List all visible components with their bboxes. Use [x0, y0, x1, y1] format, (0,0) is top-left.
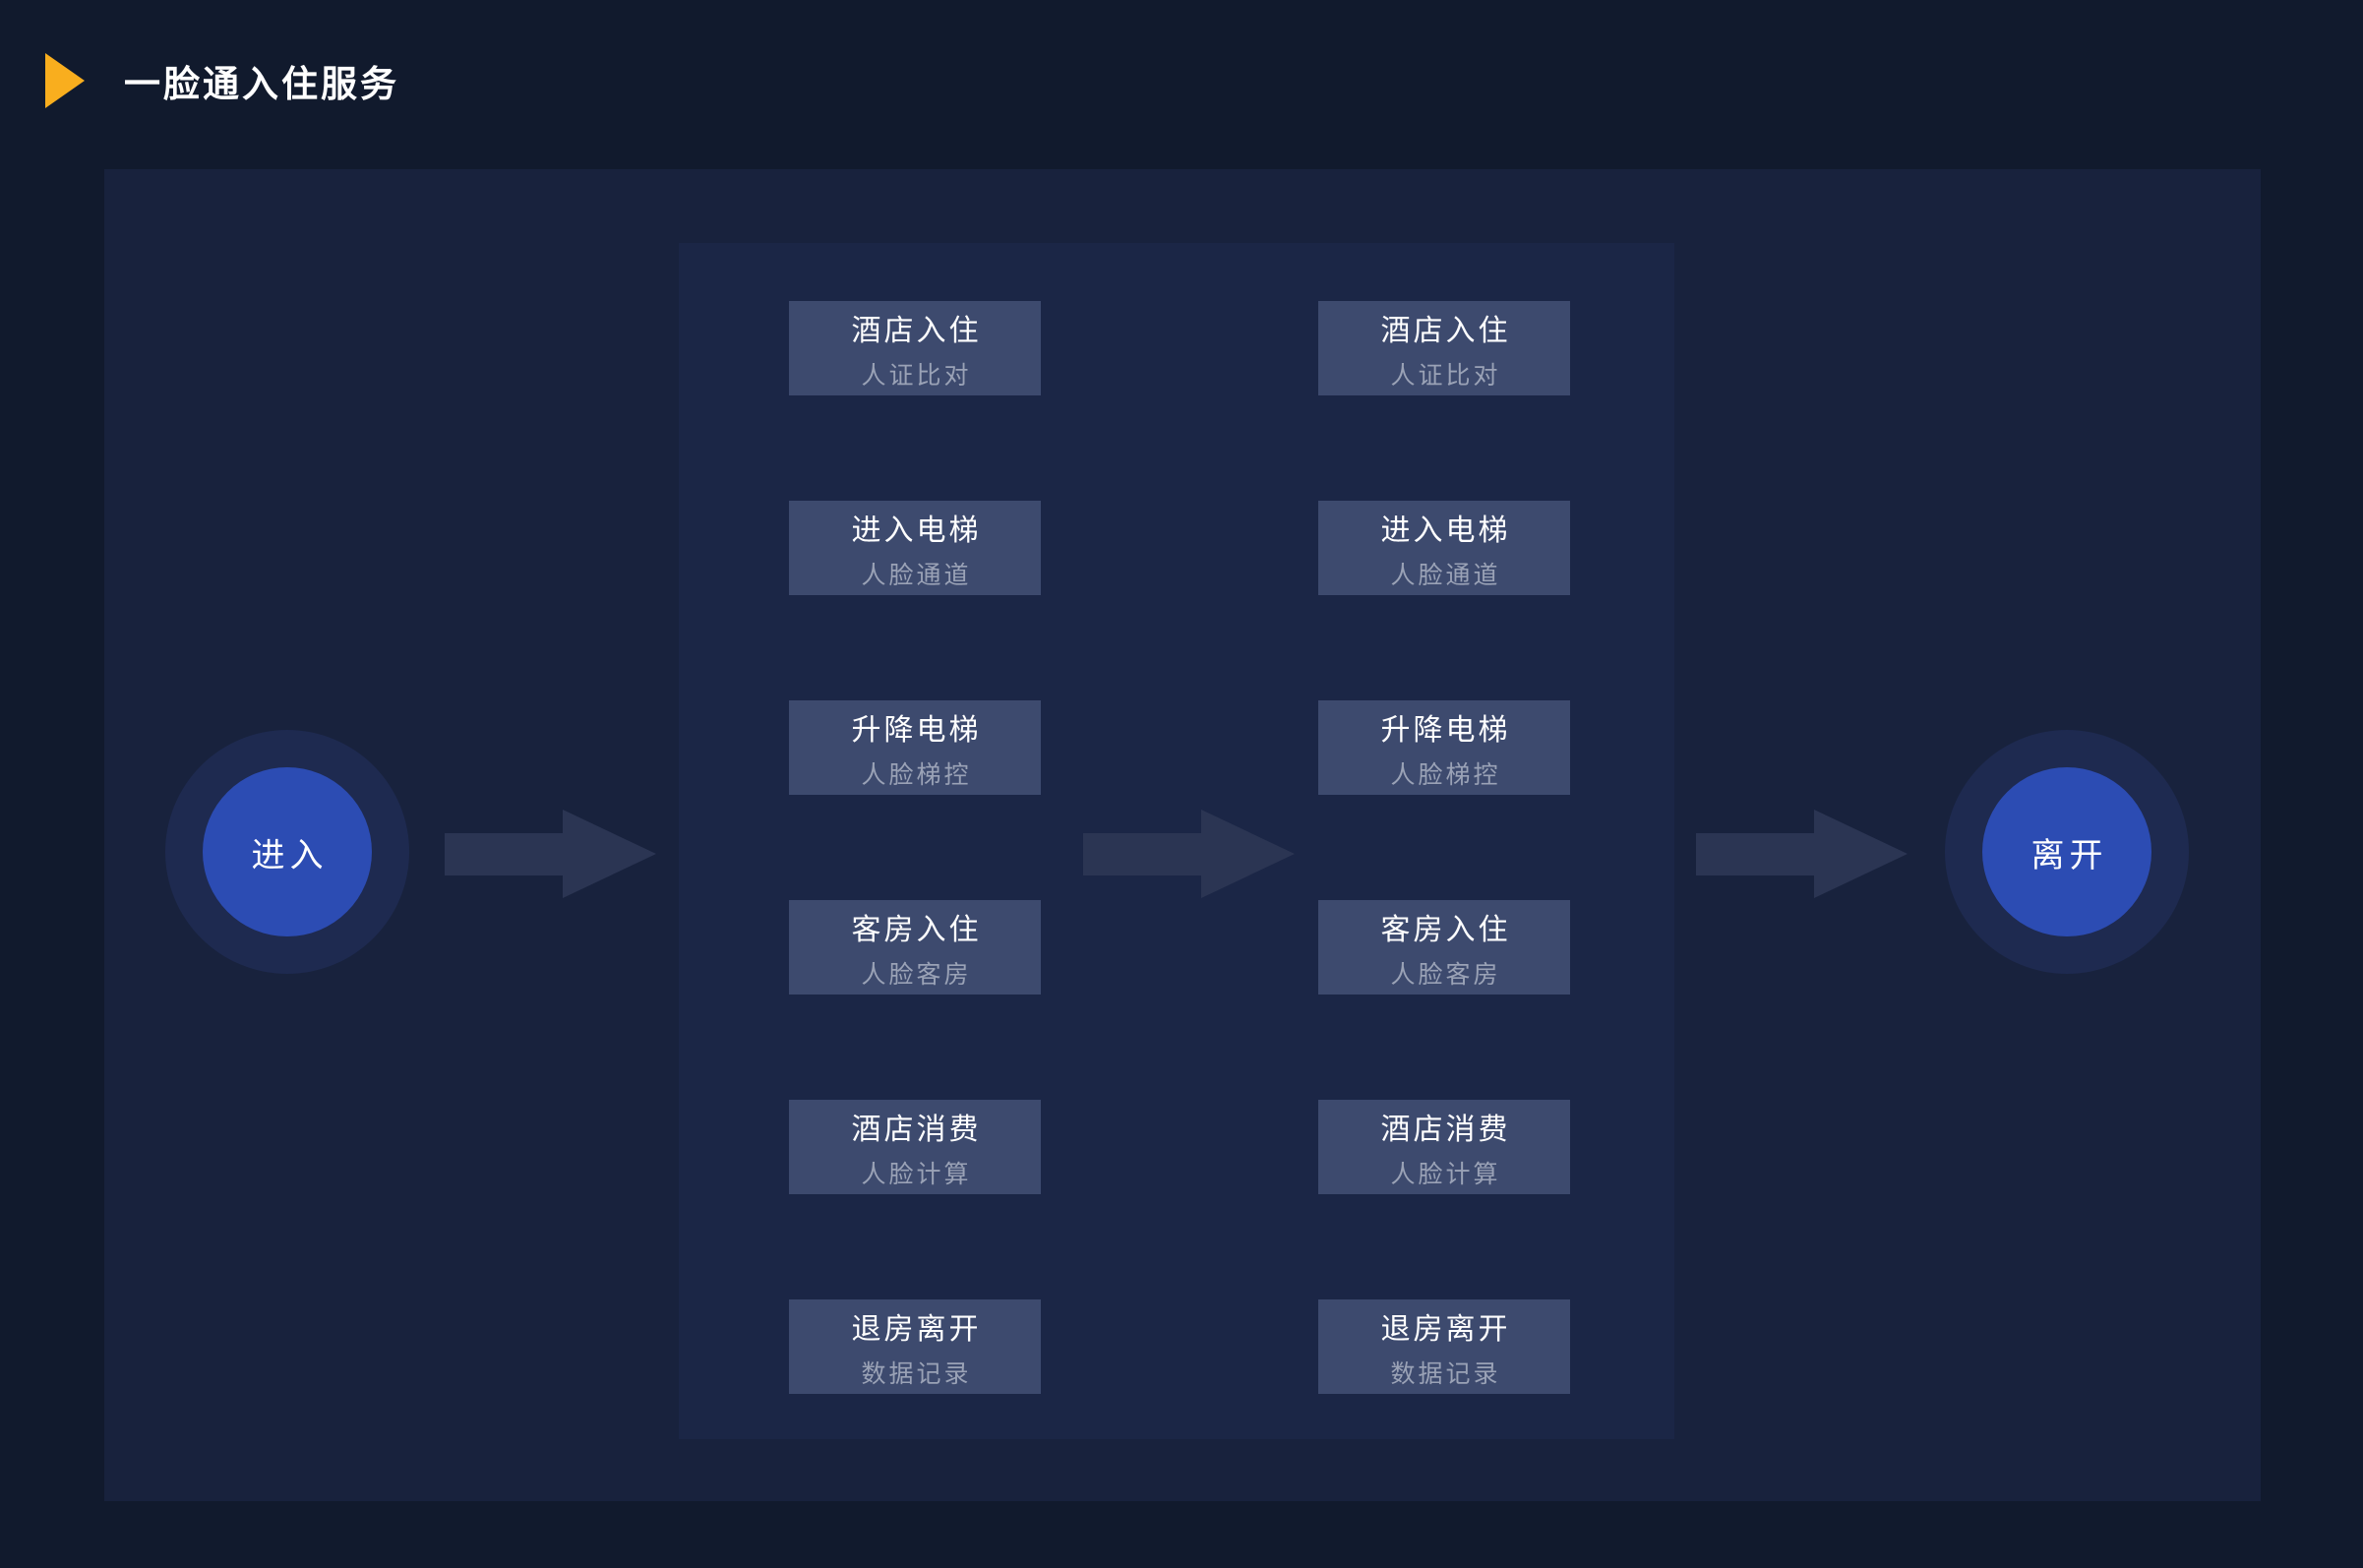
step-subtitle: 人脸计算: [861, 1160, 972, 1188]
step-subtitle: 人脸客房: [861, 960, 972, 989]
start-node: 进入: [165, 730, 409, 974]
end-node: 离开: [1945, 730, 2189, 974]
end-node-circle: 离开: [1982, 767, 2151, 936]
step-box-enter-elevator: 进入电梯 人脸通道: [1318, 501, 1570, 595]
step-box-enter-elevator: 进入电梯 人脸通道: [789, 501, 1041, 595]
step-box-hotel-consume: 酒店消费 人脸计算: [789, 1100, 1041, 1194]
step-subtitle: 人证比对: [861, 361, 972, 390]
step-subtitle: 人脸客房: [1390, 960, 1501, 989]
arrow-head: [563, 810, 656, 898]
step-title: 进入电梯: [1380, 513, 1511, 547]
arrow-head: [1201, 810, 1295, 898]
step-title: 升降电梯: [1380, 713, 1511, 747]
step-box-hotel-consume: 酒店消费 人脸计算: [1318, 1100, 1570, 1194]
step-box-room-checkin: 客房入住 人脸客房: [789, 900, 1041, 995]
start-node-circle: 进入: [203, 767, 372, 936]
step-subtitle: 人脸计算: [1390, 1160, 1501, 1188]
arrow-right-icon: [1083, 810, 1295, 898]
step-subtitle: 数据记录: [1390, 1359, 1501, 1388]
step-subtitle: 人脸梯控: [1390, 760, 1501, 789]
end-node-label: 离开: [2030, 836, 2108, 874]
arrow-shaft: [445, 833, 564, 875]
step-title: 进入电梯: [851, 513, 982, 547]
step-box-hotel-checkin: 酒店入住 人证比对: [789, 301, 1041, 395]
step-title: 酒店入住: [851, 314, 982, 347]
step-title: 酒店消费: [851, 1113, 982, 1146]
step-box-checkout: 退房离开 数据记录: [1318, 1299, 1570, 1394]
step-subtitle: 数据记录: [861, 1359, 972, 1388]
step-title: 客房入住: [851, 913, 982, 946]
step-subtitle: 人脸通道: [1390, 561, 1501, 589]
step-box-checkout: 退房离开 数据记录: [789, 1299, 1041, 1394]
play-triangle-icon: [45, 53, 85, 108]
step-subtitle: 人脸通道: [861, 561, 972, 589]
arrow-shaft: [1696, 833, 1815, 875]
steps-column-1: 酒店入住 人证比对 进入电梯 人脸通道 升降电梯 人脸梯控 客房入住 人脸客房 …: [789, 301, 1041, 1394]
step-box-hotel-checkin: 酒店入住 人证比对: [1318, 301, 1570, 395]
steps-column-2: 酒店入住 人证比对 进入电梯 人脸通道 升降电梯 人脸梯控 客房入住 人脸客房 …: [1318, 301, 1570, 1394]
start-node-label: 进入: [251, 836, 329, 874]
header: 一脸通入住服务: [45, 49, 399, 112]
step-title: 升降电梯: [851, 713, 982, 747]
step-box-elevator-control: 升降电梯 人脸梯控: [1318, 700, 1570, 795]
step-subtitle: 人证比对: [1390, 361, 1501, 390]
steps-panel: 酒店入住 人证比对 进入电梯 人脸通道 升降电梯 人脸梯控 客房入住 人脸客房 …: [679, 243, 1674, 1439]
step-title: 客房入住: [1380, 913, 1511, 946]
arrow-right-icon: [445, 810, 656, 898]
page-title: 一脸通入住服务: [124, 64, 399, 104]
flow-canvas: 进入 酒店入住 人证比对 进入电梯 人脸通道 升降电梯 人脸梯控: [104, 169, 2261, 1501]
step-title: 酒店消费: [1380, 1113, 1511, 1146]
step-box-elevator-control: 升降电梯 人脸梯控: [789, 700, 1041, 795]
step-box-room-checkin: 客房入住 人脸客房: [1318, 900, 1570, 995]
step-title: 退房离开: [851, 1312, 982, 1346]
step-subtitle: 人脸梯控: [861, 760, 972, 789]
step-title: 退房离开: [1380, 1312, 1511, 1346]
arrow-shaft: [1083, 833, 1202, 875]
step-title: 酒店入住: [1380, 314, 1511, 347]
arrow-right-icon: [1696, 810, 1908, 898]
arrow-head: [1814, 810, 1908, 898]
